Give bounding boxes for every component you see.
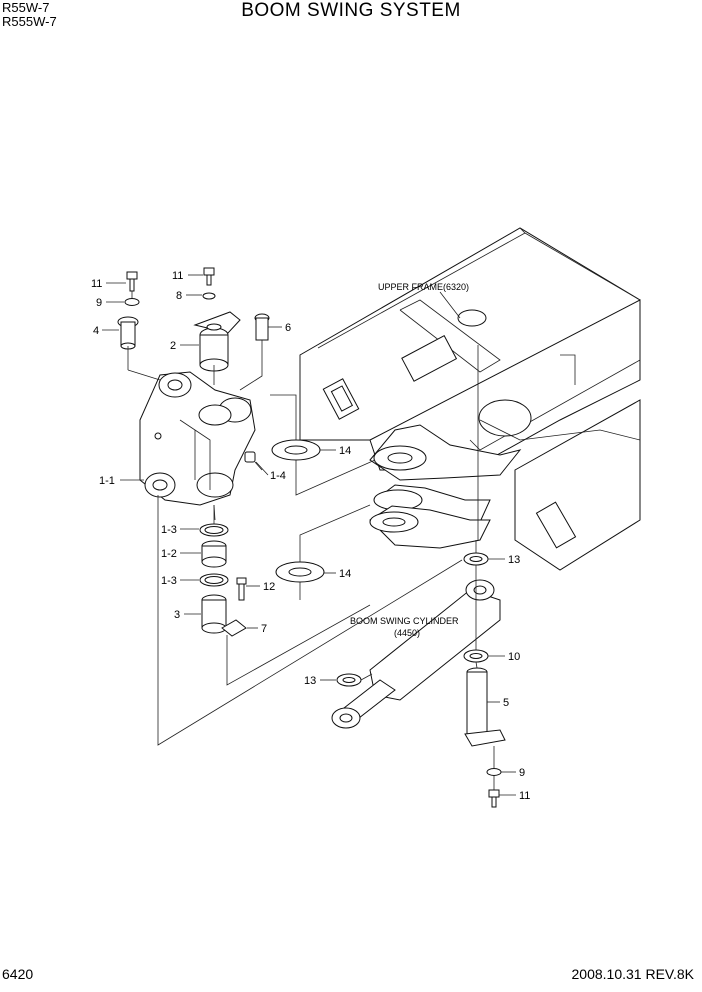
callout-14-lower: 14	[339, 568, 351, 580]
callout-1-1: 1-1	[99, 475, 115, 487]
callout-7: 7	[261, 623, 267, 635]
callout-11-top: 11	[172, 270, 183, 282]
callout-11: 11	[91, 278, 102, 290]
callout-5: 5	[503, 697, 509, 709]
callout-2: 2	[170, 340, 176, 352]
callout-14-upper: 14	[339, 445, 351, 457]
callout-8: 8	[176, 290, 182, 302]
callout-13-left: 13	[304, 675, 316, 687]
cylinder-caption-line2: (4450)	[394, 628, 420, 638]
callout-1-2: 1-2	[161, 548, 177, 560]
date-revision: 2008.10.31 REV.8K	[571, 966, 694, 982]
cylinder-caption-line1: BOOM SWING CYLINDER	[350, 616, 459, 626]
callout-10: 10	[508, 651, 520, 663]
callout-1-3-upper: 1-3	[161, 524, 177, 536]
page-number: 6420	[2, 966, 34, 982]
callout-11-bottom: 11	[519, 790, 530, 802]
callout-6: 6	[285, 322, 291, 334]
leader-lines	[102, 274, 516, 796]
callout-9: 9	[96, 297, 102, 309]
callout-1-3-lower: 1-3	[161, 575, 177, 587]
upper-frame-caption: UPPER FRAME(6320)	[378, 282, 469, 292]
swing-bracket	[139, 371, 256, 506]
boom-swing-cylinder	[331, 579, 501, 729]
model-number-2: R555W-7	[2, 14, 57, 29]
page-title: BOOM SWING SYSTEM	[241, 0, 461, 21]
callout-1-4: 1-4	[270, 470, 286, 482]
callout-12: 12	[263, 581, 275, 593]
model-number-1: R55W-7	[2, 0, 50, 15]
callout-4: 4	[93, 325, 99, 337]
callout-13-right: 13	[508, 554, 520, 566]
upper-frame	[299, 227, 641, 571]
parts	[117, 267, 506, 808]
callout-3: 3	[174, 609, 180, 621]
callout-9-bottom: 9	[519, 767, 525, 779]
pivot-brackets	[369, 424, 522, 549]
